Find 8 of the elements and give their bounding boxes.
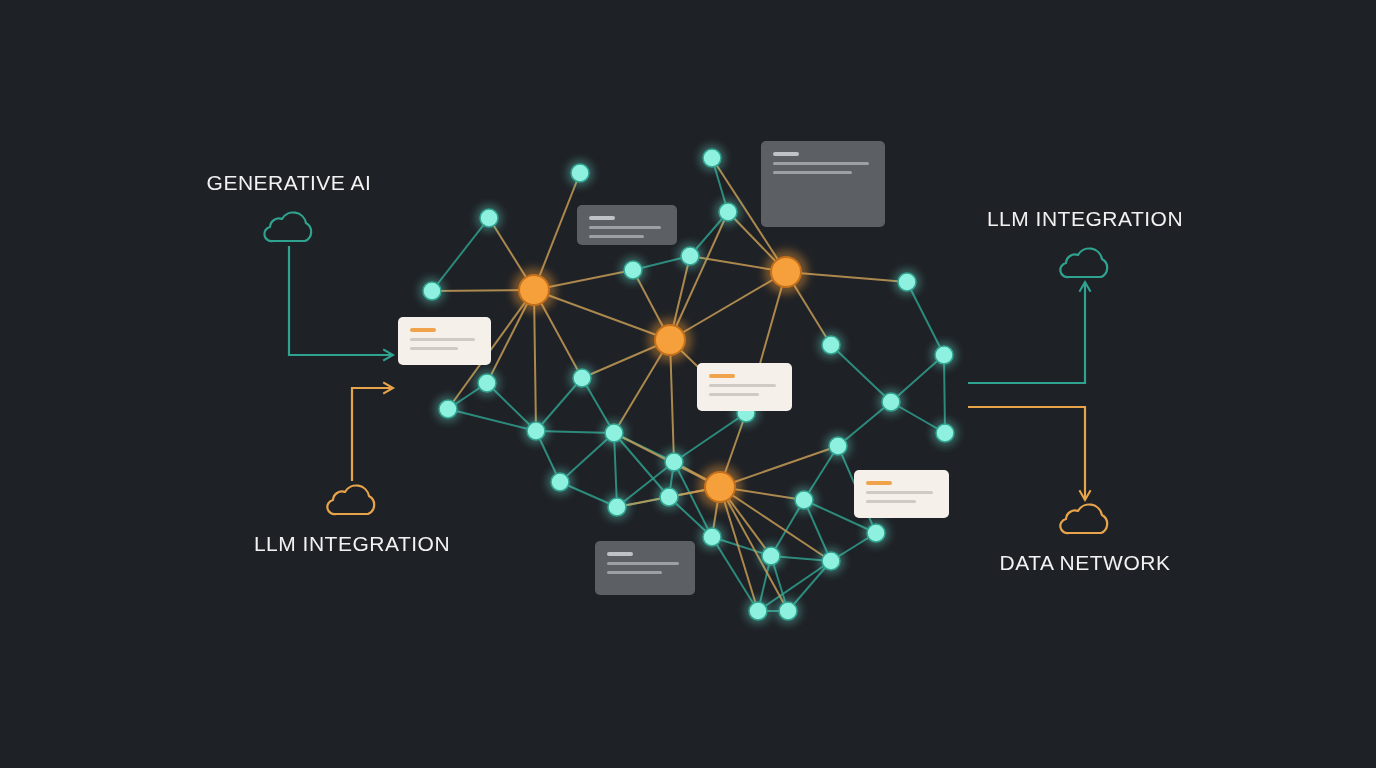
node-label: LLM INTEGRATION <box>986 206 1184 232</box>
arrow <box>287 246 395 362</box>
arrow <box>968 405 1092 502</box>
node-label: GENERATIVE AI <box>206 170 372 196</box>
arrow <box>350 381 395 481</box>
node-label: LLM INTEGRATION <box>253 531 451 557</box>
arrow <box>968 280 1092 385</box>
node-label: DATA NETWORK <box>999 550 1171 576</box>
